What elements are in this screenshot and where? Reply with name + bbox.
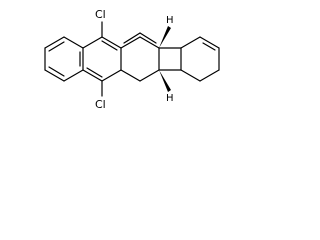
middle-ring [82,36,122,82]
wedge-bond-top [159,26,171,48]
stereo-bonds [159,26,171,92]
cl-top-label: Cl [95,8,106,21]
right-ring [120,32,160,82]
h-top-label: H [166,15,174,26]
structure-svg: Cl Cl H H [44,8,220,111]
wedge-bond-bottom [159,70,171,92]
cl-bottom-label: Cl [95,98,106,111]
h-bottom-label: H [166,93,174,104]
cyclobutane-ring [158,47,182,71]
chemical-structure-diagram: Cl Cl H H [0,0,230,121]
left-benzene-ring [44,36,84,82]
cyclohexene-ring [180,36,220,82]
